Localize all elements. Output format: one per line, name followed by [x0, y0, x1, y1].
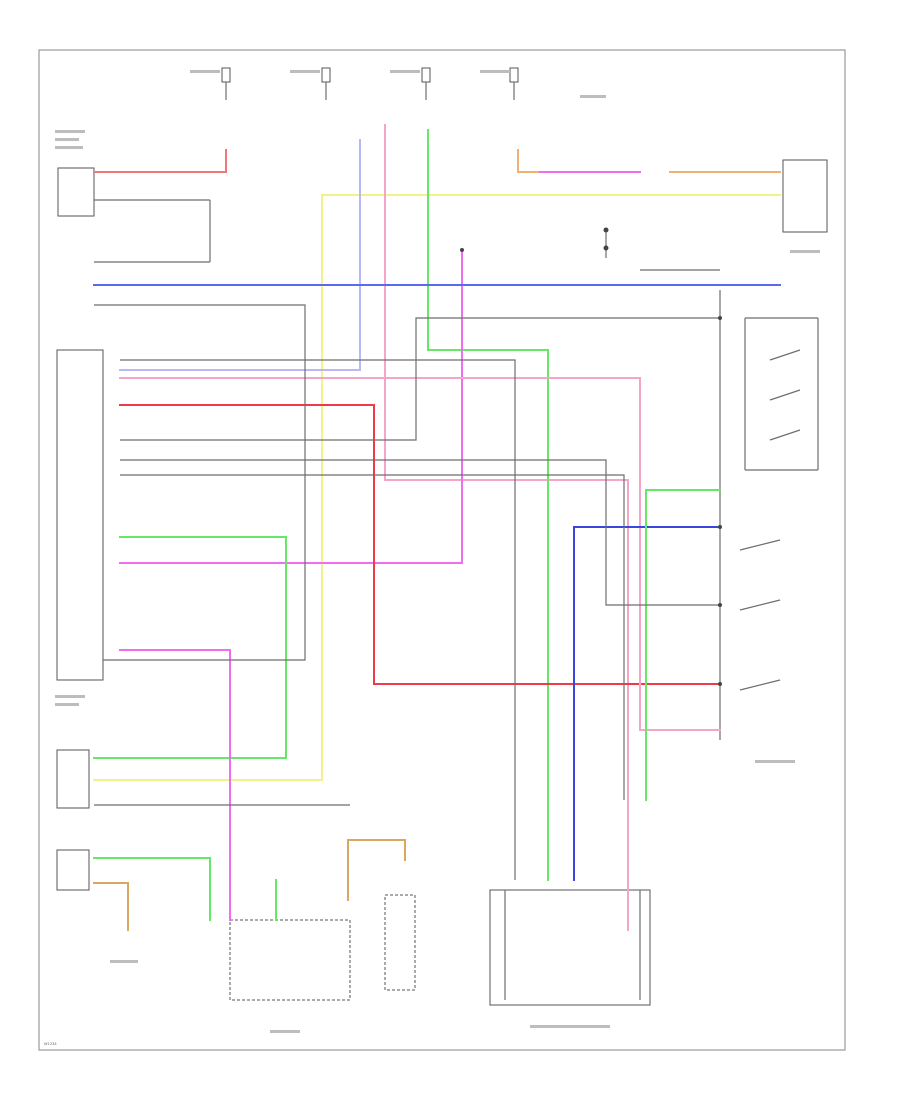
combination-meter-connector — [57, 167, 211, 263]
splice-points — [460, 227, 722, 686]
right-top-switch — [782, 159, 828, 233]
bottom-actuators — [229, 889, 651, 1006]
footer-code: W1234 — [44, 1042, 57, 1046]
top-power-sources — [221, 67, 519, 100]
left-bottom-sensor — [56, 849, 90, 891]
right-switch-stack — [719, 290, 819, 740]
diagram-border — [38, 49, 846, 1051]
illegible-labels — [55, 70, 820, 1033]
left-lower-sensor — [56, 749, 90, 809]
gray-wires — [94, 230, 720, 880]
main-body-ecu — [56, 349, 104, 681]
wire-harness — [93, 124, 781, 931]
